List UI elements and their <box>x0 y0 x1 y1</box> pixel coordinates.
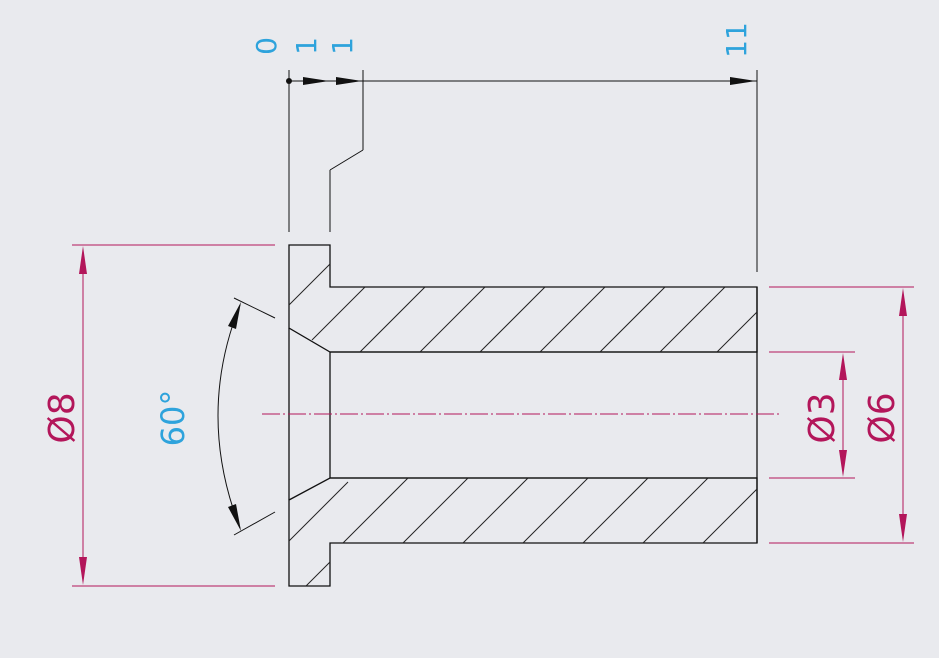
section-hatching <box>288 263 758 587</box>
dimension-outer-body: Ø6 <box>769 286 914 544</box>
dimension-outer-flange: Ø8 <box>42 244 275 587</box>
upper-section-outline <box>288 244 758 353</box>
diameter-label-outer-body: Ø6 <box>862 392 903 443</box>
ordinate-label-origin: 0 <box>250 37 283 55</box>
ordinate-label-step-a: 1 <box>290 37 323 55</box>
ordinate-label-step-b: 1 <box>326 37 359 55</box>
ordinate-label-end: 11 <box>720 22 753 58</box>
lower-section-outline <box>288 477 758 587</box>
dimension-bore: Ø3 <box>769 351 855 479</box>
dimension-chamfer-angle: 60° <box>154 297 276 536</box>
ordinate-dimensions: 0 1 1 11 <box>250 22 758 272</box>
part-outline <box>288 244 758 587</box>
diameter-label-outer-flange: Ø8 <box>42 392 83 443</box>
diameter-label-bore: Ø3 <box>802 392 843 443</box>
angle-label: 60° <box>154 390 192 447</box>
